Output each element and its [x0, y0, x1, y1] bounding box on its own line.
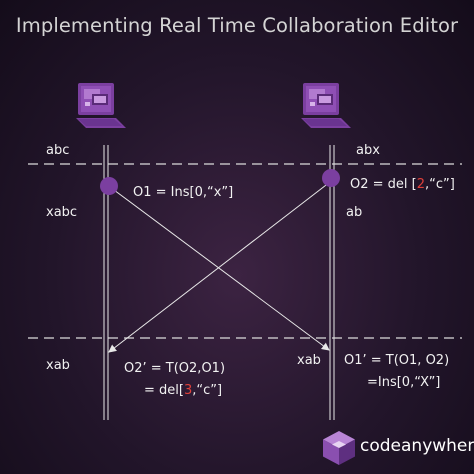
- brand-name: codeanywhere: [360, 436, 474, 456]
- arrow-o1-to-right-client: [113, 189, 330, 351]
- left-final-text: xab: [46, 358, 70, 373]
- left-transformed-op-line2: = del[3,“c”]: [144, 383, 222, 398]
- laptop-icon: [76, 83, 126, 128]
- right-local-operation-index: 2: [416, 177, 426, 192]
- right-final-text: xab: [297, 353, 321, 368]
- right-local-operation-suffix: ,“c”]: [425, 177, 455, 192]
- left-transformed-op-index: 3: [183, 383, 193, 398]
- left-after-op-text: xabc: [46, 205, 78, 220]
- left-transformed-op-line1: O2’ = T(O2,O1): [124, 361, 226, 376]
- left-initial-text: abc: [46, 143, 70, 158]
- left-transformed-op-prefix: = del[: [144, 383, 184, 398]
- left-local-operation-arg: “x”]: [206, 185, 234, 200]
- right-after-op-text: ab: [346, 205, 363, 220]
- left-local-operation: O1 = Ins[0,“x”]: [133, 185, 233, 200]
- left-local-operation-label: O1 = Ins[0,: [133, 185, 207, 200]
- right-local-operation-prefix: O2 = del [: [350, 177, 417, 192]
- arrow-o2-to-left-client: [108, 181, 331, 353]
- right-transformed-op-line2: =Ins[0,“X”]: [367, 375, 441, 390]
- left-operation-dot: [100, 177, 118, 195]
- right-client-timeline: [329, 145, 335, 420]
- right-initial-text: abx: [356, 143, 380, 158]
- laptop-icon: [301, 83, 351, 128]
- diagram-title: Implementing Real Time Collaboration Edi…: [15, 14, 459, 37]
- right-local-operation: O2 = del [2,“c”]: [350, 177, 455, 192]
- right-operation-dot: [322, 169, 340, 187]
- codeanywhere-logo-icon: [323, 431, 355, 465]
- left-transformed-op-suffix: ,“c”]: [192, 383, 223, 398]
- right-transformed-op-line1: O1’ = T(O1, O2): [344, 353, 450, 368]
